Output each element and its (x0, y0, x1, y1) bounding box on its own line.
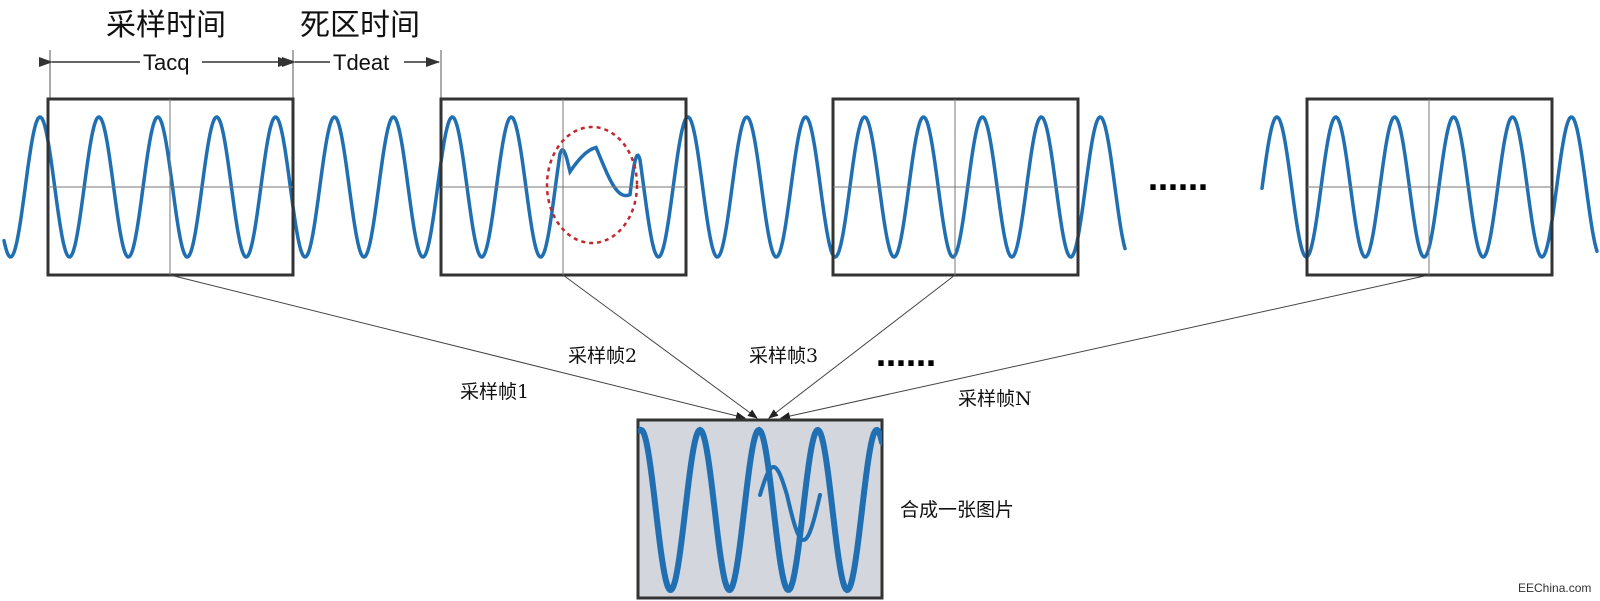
converging-arrows (169, 274, 1430, 420)
composite-label: 合成一张图片 (900, 499, 1014, 521)
dead-time-label: 死区时间 (300, 8, 420, 43)
frames-ellipsis-top: …… (1148, 163, 1208, 198)
tdead-label: Tdeat (333, 50, 389, 75)
arrow-frame-1 (169, 274, 746, 420)
tacq-label-bg (140, 50, 202, 74)
frames-ellipsis-mid: …… (876, 339, 936, 374)
sampling-frame-3 (831, 97, 1080, 277)
frame-n-label: 采样帧N (958, 388, 1032, 410)
arrow-frame-3 (768, 274, 956, 419)
sampling-frame-n (1305, 97, 1554, 277)
arrow-frame-n (780, 274, 1430, 420)
sampling-frame-1 (46, 97, 295, 277)
arrow-frame-2 (562, 274, 758, 419)
composite-glitch-trace (758, 465, 822, 542)
frame-1-label: 采样帧1 (460, 381, 529, 403)
frame-3-label: 采样帧3 (749, 345, 818, 367)
composite-image (636, 418, 884, 600)
glitch-highlight-circle (545, 125, 639, 245)
watermark: EEChina.com (1518, 581, 1591, 595)
composite-waveform (638, 426, 882, 594)
frame-2-label: 采样帧2 (568, 345, 637, 367)
tdead-label-bg (330, 50, 404, 74)
tacq-label: Tacq (143, 50, 189, 75)
sample-time-label: 采样时间 (106, 8, 226, 43)
